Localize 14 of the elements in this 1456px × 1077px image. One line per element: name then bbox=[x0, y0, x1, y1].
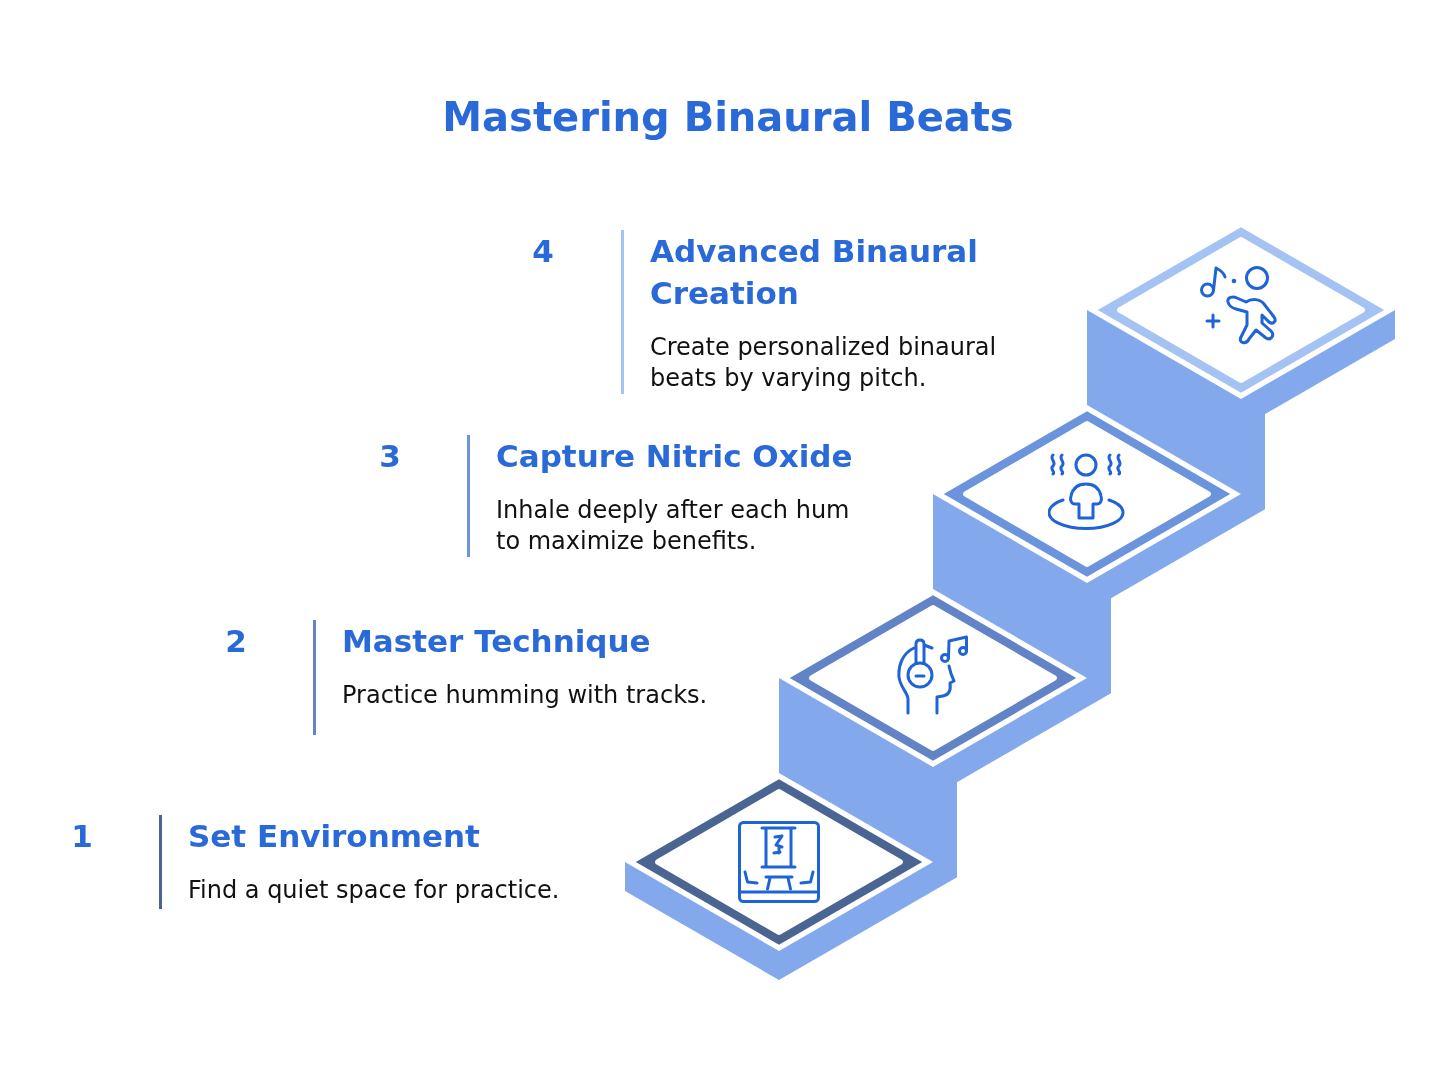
step-description: Practice humming with tracks. bbox=[342, 680, 709, 711]
step-number: 1 bbox=[71, 817, 93, 856]
diagram-title: Mastering Binaural Beats bbox=[442, 93, 1014, 141]
step-heading: Set Environment bbox=[188, 817, 481, 856]
step-number: 2 bbox=[225, 622, 247, 661]
step-number: 3 bbox=[379, 437, 401, 476]
step-number: 4 bbox=[532, 232, 554, 271]
step-heading: Master Technique bbox=[342, 622, 652, 661]
step-heading: Capture Nitric Oxide bbox=[496, 437, 854, 476]
step-heading: Advanced Binaural Creation bbox=[650, 232, 979, 313]
step-description: Inhale deeply after each hum to maximize benefits. bbox=[496, 495, 851, 557]
step-description: Create personalized binaural beats by varying pitch. bbox=[650, 332, 998, 394]
step-block bbox=[159, 815, 560, 909]
step-description: Find a quiet space for practice. bbox=[188, 875, 560, 906]
